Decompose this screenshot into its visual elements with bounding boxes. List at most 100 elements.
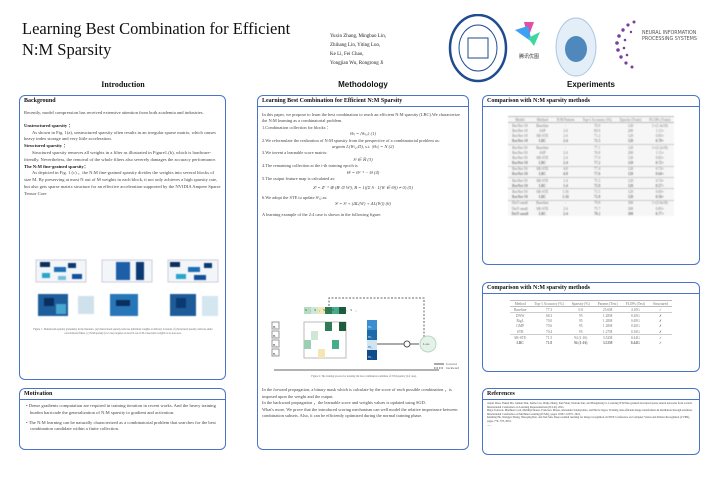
table-cell: 79.8: [593, 201, 601, 206]
table-cell: 4:8: [563, 167, 568, 172]
table-cell: 1×(1.4e18): [651, 123, 668, 128]
subheading: The N:M fine-grained sparsity：: [24, 163, 89, 169]
score-label: S₁: [305, 308, 315, 312]
neurips-text: PROCESSING SYSTEMS: [642, 37, 697, 42]
table-cell: 0.83×: [655, 206, 665, 211]
table-cell: 120: [627, 195, 634, 200]
table-cell: LBC: [538, 161, 547, 166]
column-header: Top-1 Accuracy (%): [582, 117, 612, 122]
column-header: Model: [515, 117, 525, 122]
table-cell: 71.5: [545, 335, 553, 340]
table-cell: ✗: [658, 319, 662, 324]
column-header: Params (Test): [597, 301, 618, 306]
table-cell: 95: [578, 329, 583, 334]
table-cell: 71.2: [593, 134, 601, 139]
table-cell: -: [564, 145, 567, 150]
table-cell: ResNet-50: [512, 178, 528, 183]
paragraph: Structured sparsity removes all weights …: [24, 149, 217, 162]
column-header: Method: [514, 301, 526, 306]
table-cell: 0.0: [578, 307, 583, 312]
table-cell: 77.2: [593, 161, 601, 166]
step-4: 4.The remaining collection at the t-th t…: [262, 163, 358, 169]
table-cell: 2:4: [563, 139, 568, 144]
table-cell: SR-STE: [536, 155, 549, 160]
table-cell: -: [564, 201, 567, 206]
table-cell: ResNet-50: [512, 145, 528, 150]
table-cell: 0.57×: [655, 183, 665, 188]
table-cell: 0.77×: [655, 211, 665, 216]
table-cell: 4.10G: [630, 307, 640, 312]
table-cell: DeiT-small: [511, 201, 528, 206]
author-line: Ke Li, Fei Chao,: [330, 52, 364, 57]
neurips-text: NEURAL INFORMATION: [642, 31, 697, 36]
table-cell: -: [564, 123, 567, 128]
table-cell: ResNet-50: [511, 161, 528, 166]
table-cell: 2:4: [563, 161, 568, 166]
reference-item: Kaiming He, Xiangyu Zhang, Shaoqing Ren,…: [487, 416, 690, 423]
column-header: Epochs (Train): [619, 117, 642, 122]
table-cell: LBC: [538, 172, 547, 177]
table-cell: 0.16G: [630, 329, 640, 334]
table-cell: 1×(3.2e18): [651, 145, 668, 150]
table-cell: 120: [627, 172, 634, 177]
table-cell: 95: [578, 313, 583, 318]
table-cell: DeiT-small: [511, 206, 528, 211]
score-label: S₆: [350, 308, 360, 312]
table-cell: 1.13×: [655, 128, 665, 133]
table-cell: LBC: [538, 211, 547, 216]
equation-6: Sˡ = Sˡ + (ΔL(W) + ΔL(W)) (6): [335, 201, 391, 207]
table-cell: 2:4: [563, 206, 568, 211]
table-cell: 71.8: [545, 340, 553, 345]
table-cell: 300: [627, 211, 634, 216]
poster-title: Learning Best Combination for Efficient …: [22, 19, 291, 59]
column-heading-experiments: Experiments: [566, 80, 616, 89]
bullet-item: • The N:M learning can be naturally char…: [26, 419, 216, 432]
table-cell: 71.8: [593, 195, 601, 200]
step-1: 1.Combination collection for blocks ：: [262, 124, 331, 130]
table-cell: 0.20G: [630, 324, 640, 329]
table-cell: SR-STE: [514, 335, 527, 340]
table-cell: DeiT-small: [511, 211, 529, 216]
table-cell: ✓: [658, 307, 662, 312]
score-label: S₄: [332, 308, 342, 312]
table-cell: 77.3: [545, 307, 553, 312]
table-cell: 2:4: [563, 150, 568, 155]
table-cell: 120: [627, 139, 634, 144]
weight-label: W₂: [368, 335, 373, 339]
table-cell: STR: [516, 329, 524, 334]
table-cell: 1:16: [562, 195, 569, 200]
table-cell: 120: [627, 134, 634, 139]
author-list: Yuxin Zhang, Mingbao Lin, Zhihang Lin, Y…: [330, 32, 386, 68]
table-cell: 300: [627, 206, 634, 211]
score-label: S₂: [314, 308, 324, 312]
table-cell: 300: [627, 201, 634, 206]
table-cell: ResNet-50: [511, 183, 528, 188]
step-5: 5.The output feature map is calculated a…: [262, 176, 336, 182]
table-cell: 1:4: [563, 183, 568, 188]
bullet-text: Dense gradients computation are required…: [28, 403, 216, 415]
bullet-item: • Dense gradients computation are requir…: [26, 403, 216, 415]
table-cell: 0.56×: [655, 195, 665, 200]
block-label: B₁: [273, 325, 277, 329]
university-seal-logo: [448, 13, 508, 84]
column-header: N:M Pattern: [556, 117, 575, 122]
table-cell: 78.2: [593, 211, 601, 216]
author-line: Yongjian Wu, Rongrong Ji: [330, 61, 384, 66]
table-cell: LBC: [538, 139, 547, 144]
table-cell: 0.74×: [655, 178, 665, 183]
table-cell: 3.52M: [602, 335, 613, 340]
table-cell: ResNet-18: [512, 123, 528, 128]
table-cell: 2:4: [563, 155, 568, 160]
table-cell: 75.7: [593, 206, 601, 211]
column-heading-introduction: Introduction: [101, 80, 145, 89]
table-cell: ResNet-50: [512, 155, 528, 160]
column-heading-methodology: Methodology: [338, 80, 388, 89]
weight-label: W₄: [368, 355, 373, 359]
table-cell: 1:16: [562, 190, 569, 195]
